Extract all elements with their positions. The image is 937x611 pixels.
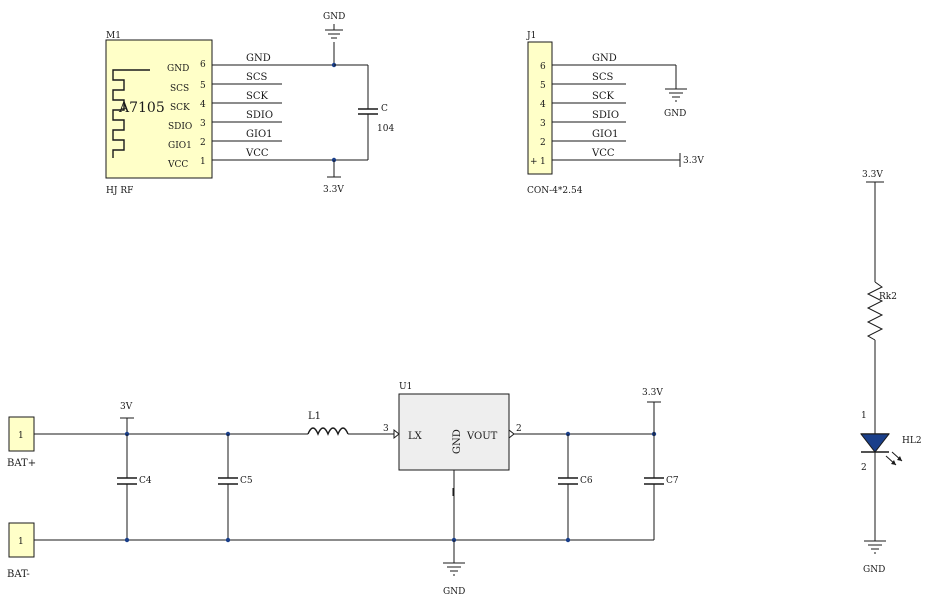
m1-pin-name: SCK: [170, 103, 190, 113]
m1-chip-name: A7105: [118, 100, 165, 116]
j1-footer: CON-4*2.54: [527, 186, 583, 196]
u1-ref: U1: [399, 382, 412, 392]
pin-arrow-icon: [393, 428, 400, 440]
c4-ref: C4: [139, 476, 152, 486]
m1-pin-name: GND: [167, 64, 189, 74]
m1-pin-num: 5: [200, 81, 206, 91]
pin-arrow-icon: [508, 428, 515, 440]
m1-net-label: SCS: [246, 72, 268, 83]
u1-vout-label: VOUT: [466, 431, 498, 442]
j1-pin-num: 5: [540, 81, 546, 91]
m1-net-label: VCC: [245, 148, 269, 159]
m1-net-label: GIO1: [246, 129, 273, 140]
j1-gnd-symbol: GND: [664, 65, 687, 119]
j1-ref: J1: [526, 31, 536, 41]
led-pin2: 2: [861, 463, 867, 473]
j1-gnd-label: GND: [664, 109, 686, 119]
m1-antenna-icon: [112, 69, 150, 158]
j1-body: [527, 41, 553, 175]
junction-dot: [124, 537, 130, 543]
j1-pin-num: 6: [540, 62, 546, 72]
module-m1: M1 A7105 HJ RF GND SCS SCK SDIO GIO1 VCC…: [105, 12, 394, 196]
m1-pin-name: SCS: [170, 84, 189, 94]
m1-pin-wires: [212, 64, 334, 161]
bat-minus-terminal: [8, 522, 35, 558]
input-net-label: 3V: [120, 402, 133, 412]
bat-plus-pin: 1: [18, 431, 24, 441]
led-diode-icon: [859, 433, 903, 466]
j1-net-label: GND: [592, 53, 617, 64]
j1-pin-num: 3: [540, 119, 546, 129]
led-ref: HL2: [902, 436, 922, 446]
led-supply-label: 3.3V: [862, 170, 883, 180]
j1-vcc-label: 3.3V: [683, 156, 704, 166]
m1-ref: M1: [106, 31, 121, 41]
m1-pin-num: 2: [200, 138, 206, 148]
m1-pin-name: VCC: [167, 160, 188, 170]
m1-pin-name: GIO1: [168, 141, 192, 151]
bat-minus-label: BAT-: [7, 569, 30, 580]
u1-gnd-label: GND: [452, 429, 463, 454]
j1-pin-wires: [552, 64, 680, 161]
m1-footer: HJ RF: [106, 186, 133, 196]
capacitor-c7: C7: [644, 434, 679, 540]
m1-pin-num: 6: [200, 60, 206, 70]
led-gnd-symbol: GND: [863, 540, 886, 575]
inductor-l1: L1: [307, 411, 394, 436]
regulator-u1: U1 3 LX GND VOUT 2: [383, 382, 522, 540]
bat-minus-pin: 1: [18, 537, 24, 547]
m1-gnd-port: GND: [323, 12, 345, 65]
m1-net-label: SDIO: [246, 110, 273, 121]
power-gnd-symbol: GND: [443, 540, 465, 597]
u1-pin-lx: 3: [383, 424, 389, 434]
led-pin1: 1: [861, 411, 867, 421]
c5-ref: C5: [240, 476, 253, 486]
junction-dot: [565, 537, 571, 543]
j1-net-label: GIO1: [592, 129, 619, 140]
capacitor-c4: C4: [117, 434, 152, 540]
output-net-label: 3.3V: [642, 388, 663, 398]
u1-lx-label: LX: [408, 431, 423, 442]
bat-plus-terminal: [8, 416, 35, 452]
inductor-ref: L1: [308, 411, 321, 422]
resistor-rk2: [866, 281, 884, 341]
power-section: 1 BAT+ 1 BAT- 3V L1 U1 3 LX GND VOUT: [7, 382, 679, 597]
m1-vcc-port: 3.3V: [323, 160, 344, 195]
m1-pin-num: 4: [200, 100, 206, 110]
j1-vcc-port: 3.3V: [679, 153, 704, 167]
m1-vcc-label: 3.3V: [323, 185, 344, 195]
j1-net-label: VCC: [591, 148, 615, 159]
resistor-ref: Rk2: [879, 292, 897, 302]
m1-pin-name: SDIO: [168, 122, 192, 132]
u1-pin-vout: 2: [516, 424, 522, 434]
j1-pin-num: 2: [540, 138, 546, 148]
j1-pin-num: 1: [540, 157, 546, 167]
led-indicator: 3.3V Rk2 1 HL2 2 GND: [859, 170, 922, 575]
j1-net-label: SDIO: [592, 110, 619, 121]
m1-net-label: GND: [246, 53, 271, 64]
m1-pin-num: 3: [200, 119, 206, 129]
m1-capacitor: C 104: [334, 64, 394, 161]
m1-cap-ref: C: [381, 104, 388, 114]
j1-pin-num: 4: [540, 100, 546, 110]
c6-ref: C6: [580, 476, 593, 486]
j1-net-label: SCK: [592, 91, 615, 102]
capacitor-c5: C5: [218, 434, 253, 540]
led-gnd-label: GND: [863, 565, 885, 575]
u1-body: [398, 393, 510, 471]
connector-j1: J1 6 5 4 3 2 1 + GND SCS SCK SDIO GIO1 V…: [526, 31, 704, 196]
m1-net-label: SCK: [246, 91, 269, 102]
m1-cap-value: 104: [377, 124, 394, 134]
capacitor-c6: C6: [558, 434, 593, 540]
m1-gnd-label: GND: [323, 12, 345, 22]
junction-dot: [225, 537, 231, 543]
c7-ref: C7: [666, 476, 679, 486]
j1-pin1-marker: +: [530, 157, 538, 167]
power-gnd-label: GND: [443, 587, 465, 597]
j1-net-label: SCS: [592, 72, 614, 83]
bat-plus-label: BAT+: [7, 458, 36, 469]
m1-pin-num: 1: [200, 157, 206, 167]
